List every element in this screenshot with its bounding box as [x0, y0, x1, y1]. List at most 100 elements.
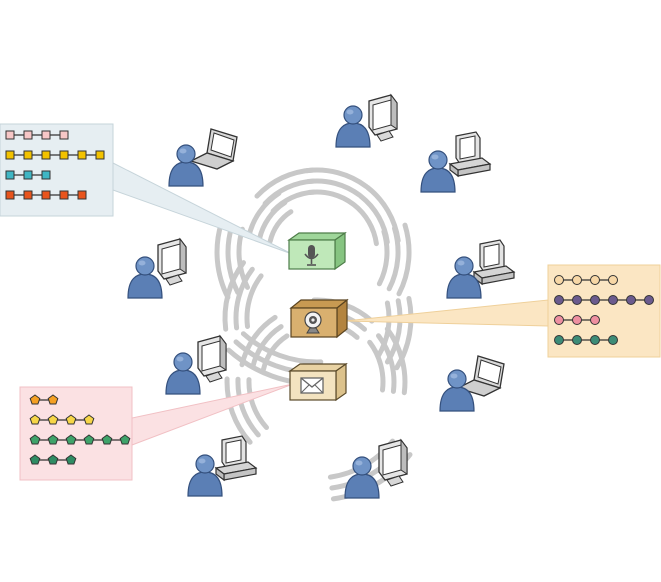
legend-node: [5, 170, 15, 180]
legend-node: [554, 275, 564, 285]
legend-node: [23, 190, 33, 200]
user-icon: [344, 456, 380, 499]
wave-arc: [396, 222, 412, 297]
user-laptop-right: [439, 355, 505, 412]
wave-arc: [233, 266, 255, 331]
wave-arc: [386, 225, 401, 292]
legend-node: [23, 170, 33, 180]
legend-node: [590, 275, 600, 285]
legend-node: [119, 434, 131, 445]
legend-node: [590, 315, 600, 325]
wave-arc-group: [375, 296, 414, 371]
right-panel-connector: [344, 299, 549, 327]
user-icon: [168, 144, 204, 187]
legend-node: [77, 190, 87, 200]
wave-arc-group: [376, 222, 412, 297]
wave-arc: [244, 273, 264, 329]
user-monitor-left: [127, 238, 187, 299]
mail-box: [288, 362, 348, 402]
legend-node: [29, 434, 41, 445]
legend-node: [95, 150, 105, 160]
left-legend-panel: [0, 123, 114, 217]
legend-row: [5, 150, 105, 160]
monitor-icon: [368, 94, 398, 142]
legend-node: [83, 414, 95, 425]
wave-arc: [246, 377, 269, 430]
legend-node: [608, 275, 618, 285]
user-icon: [187, 454, 223, 497]
legend-node: [29, 394, 41, 405]
legend-node: [590, 335, 600, 345]
legend-node: [572, 335, 582, 345]
legend-node: [47, 394, 59, 405]
desktop-computer-icon: [473, 239, 515, 285]
legend-row: [554, 295, 654, 305]
legend-row: [29, 434, 131, 445]
legend-row: [554, 275, 618, 285]
wave-arc-group: [222, 260, 264, 332]
legend-node: [554, 315, 564, 325]
legend-node: [59, 130, 69, 140]
legend-row: [29, 414, 95, 425]
legend-node: [23, 130, 33, 140]
wave-arc-group: [304, 167, 369, 207]
wave-arc: [305, 178, 363, 198]
wave-arc: [214, 220, 231, 300]
monitor-icon: [157, 238, 187, 286]
legend-node: [5, 150, 15, 160]
wave-arc: [384, 326, 408, 396]
legend-node: [65, 434, 77, 445]
user-monitor-top: [335, 94, 398, 148]
legend-row: [5, 170, 51, 180]
video-box: [289, 298, 349, 339]
user-laptop-top-left: [168, 128, 238, 187]
legend-node: [572, 295, 582, 305]
wave-arc-group: [351, 184, 401, 247]
legend-node: [101, 434, 113, 445]
legend-node: [608, 295, 618, 305]
microphone-icon: [304, 245, 319, 266]
user-icon: [165, 352, 201, 395]
legend-row: [29, 394, 59, 405]
right-legend-panel: [547, 264, 661, 358]
monitor-icon: [197, 335, 227, 383]
legend-node: [5, 130, 15, 140]
wave-arc: [351, 202, 379, 247]
legend-node: [608, 335, 618, 345]
envelope-icon: [300, 377, 324, 394]
legend-node: [572, 315, 582, 325]
user-desktop-bottom-left: [187, 435, 257, 497]
wave-arc: [224, 376, 253, 445]
legend-node: [83, 434, 95, 445]
wave-arc: [304, 167, 369, 189]
user-icon: [127, 256, 163, 299]
wave-arc-group: [224, 376, 269, 445]
legend-node: [41, 150, 51, 160]
legend-node: [5, 190, 15, 200]
legend-node: [77, 150, 87, 160]
legend-row: [5, 130, 69, 140]
bottom-panel-connector: [131, 383, 294, 446]
legend-node: [41, 130, 51, 140]
laptop-icon: [190, 128, 238, 170]
wave-arc: [376, 229, 390, 287]
user-icon: [420, 150, 456, 193]
legend-node: [47, 414, 59, 425]
wave-arc: [307, 189, 356, 207]
legend-node: [23, 150, 33, 160]
legend-node: [41, 190, 51, 200]
legend-node: [65, 454, 77, 465]
user-desktop-top-right: [420, 131, 491, 193]
user-monitor-lower-left: [165, 335, 227, 395]
legend-node: [41, 170, 51, 180]
legend-node: [59, 190, 69, 200]
legend-node: [590, 295, 600, 305]
legend-node: [47, 454, 59, 465]
user-icon: [335, 105, 371, 148]
legend-row: [5, 190, 87, 200]
legend-node: [554, 295, 564, 305]
legend-node: [644, 295, 654, 305]
legend-node: [554, 335, 564, 345]
legend-row: [554, 335, 618, 345]
